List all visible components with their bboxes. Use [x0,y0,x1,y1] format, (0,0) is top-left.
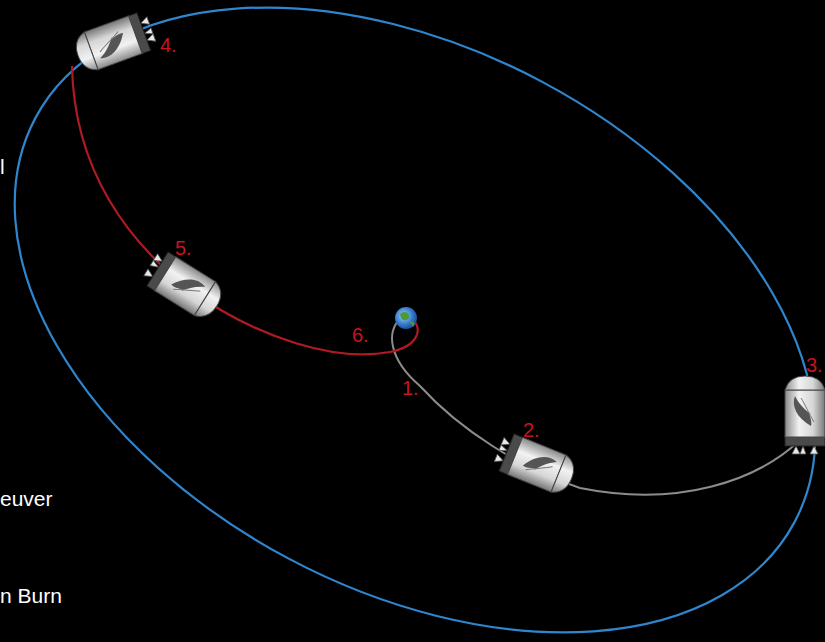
callout-number: 2. [523,420,540,440]
callout-number: 3. [806,355,823,375]
step-label: n Burn [0,585,62,606]
callout-number: 6. [352,325,369,345]
callout-number: 4. [160,35,177,55]
callout-number: 1. [402,378,419,398]
step-label: euver [0,488,53,509]
callout-number: 5. [175,238,192,258]
step-label: l [0,156,5,177]
